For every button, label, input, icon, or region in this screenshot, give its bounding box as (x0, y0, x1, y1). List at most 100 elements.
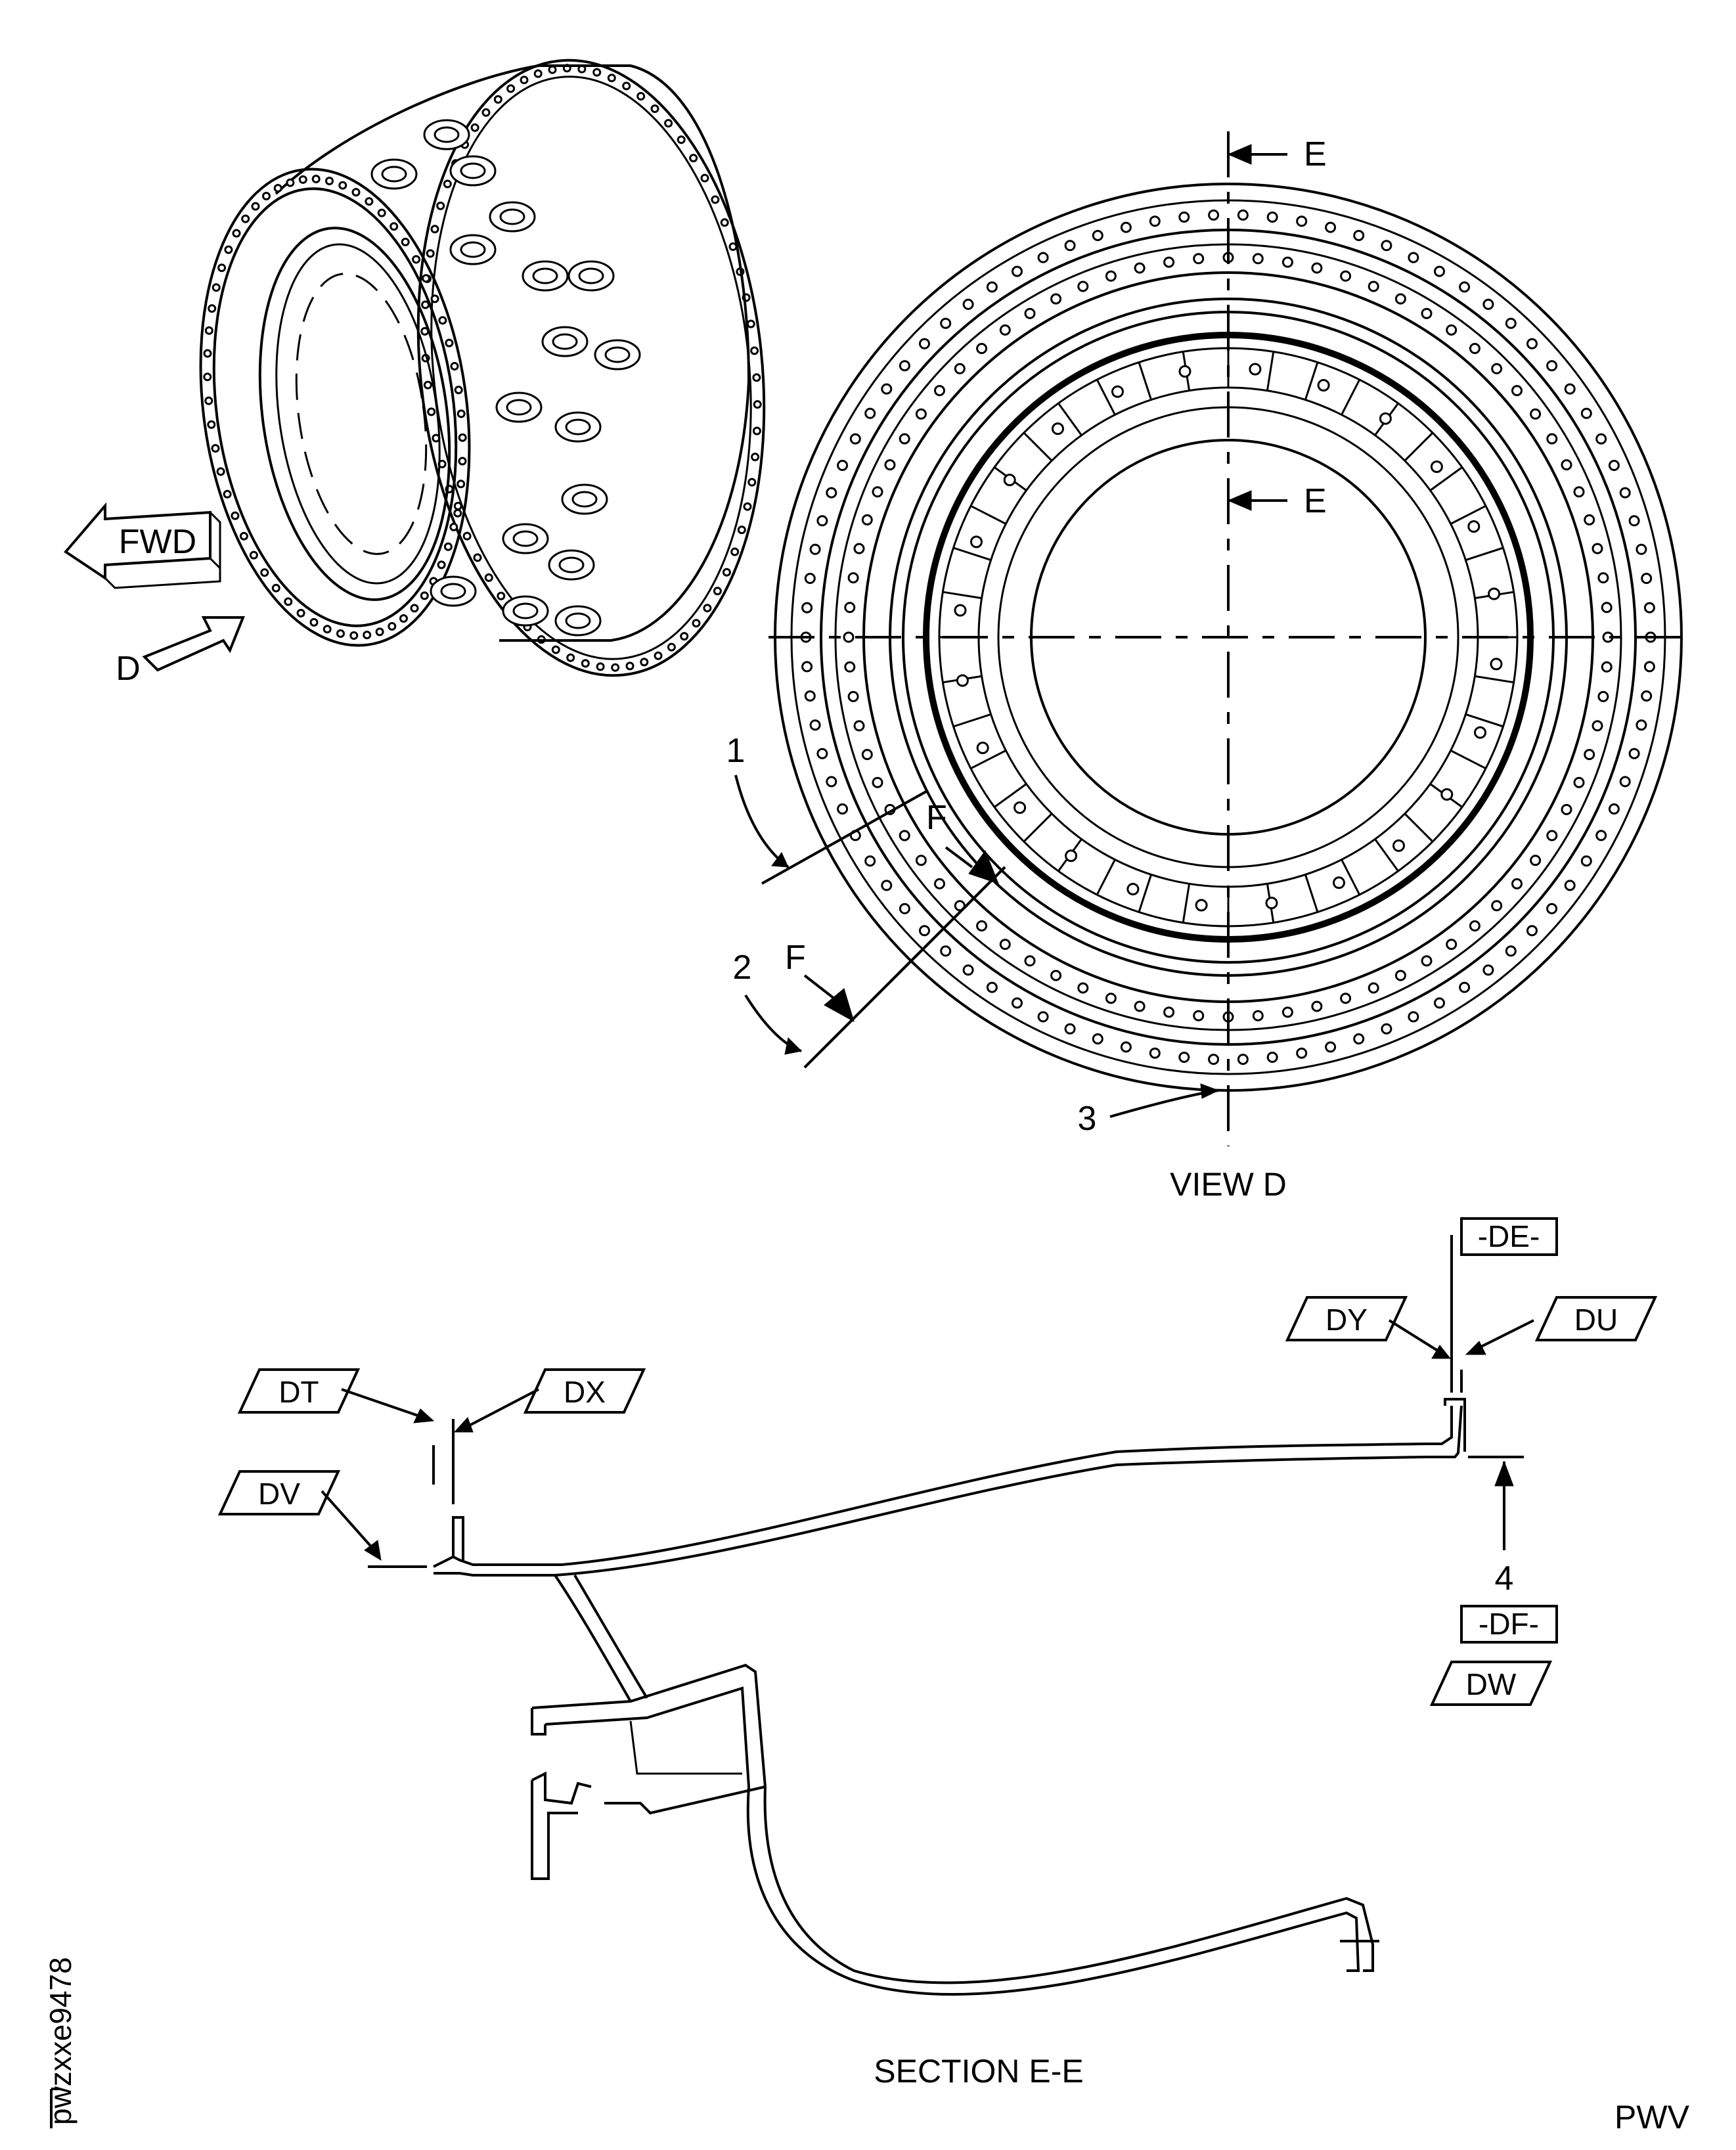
bolt-hole (1208, 1054, 1220, 1065)
bolt-hole (954, 900, 966, 912)
boss-bore (512, 602, 539, 619)
vane-hook-lower (531, 1771, 592, 1805)
bolt-hole (1446, 939, 1458, 951)
feature-dv: DV (217, 1470, 382, 1561)
bolt-hole (309, 617, 319, 627)
inner-hole (1490, 658, 1503, 671)
bolt-hole (239, 531, 248, 541)
bolt-hole (1469, 343, 1480, 354)
vane-hook-upper (531, 1708, 546, 1736)
bolt-hole (753, 400, 762, 409)
bolt-hole (1012, 997, 1023, 1009)
bolt-hole (1050, 970, 1062, 981)
bolt-hole (837, 803, 849, 815)
case-outer-profile (433, 1406, 1453, 1568)
bolt-hole (1580, 855, 1592, 867)
bolt-hole (680, 632, 689, 641)
inner-hole (1333, 876, 1345, 889)
bolt-hole (692, 619, 701, 628)
feature-dy: DY (1285, 1296, 1452, 1359)
inner-hole (1488, 587, 1501, 600)
bolt-hole (962, 964, 974, 976)
svg-text:3: 3 (1078, 1100, 1097, 1138)
front-flange-outline (199, 168, 471, 647)
bolt-hole (1636, 543, 1647, 555)
boss-bore (558, 556, 585, 573)
bolt-hole (861, 749, 873, 761)
bolt-hole (1077, 280, 1089, 292)
bolt-hole (453, 501, 462, 510)
bolt-hole (551, 645, 560, 654)
bolt-hole (484, 573, 493, 582)
bolt-hole (1608, 803, 1620, 815)
inner-hole (1065, 849, 1078, 862)
bolt-hole (976, 920, 988, 931)
bolt-hole (1178, 212, 1190, 223)
bolt-hole (636, 92, 646, 101)
bolt-hole (211, 283, 221, 292)
inner-hole (1430, 460, 1443, 473)
boss-bore (460, 241, 486, 258)
bolt-hole (436, 201, 445, 210)
bolt-hole (430, 225, 439, 234)
bolt-hole (481, 108, 491, 117)
bolt-hole (864, 407, 876, 419)
inner-hole (970, 535, 983, 549)
section-e-e: DT DX DV DY DU (217, 1217, 1658, 2090)
vane-line (1182, 884, 1191, 923)
bolt-hole (1584, 749, 1595, 761)
bolt-hole (1597, 690, 1609, 702)
bolt-hole (365, 197, 374, 206)
bolt-hole (1530, 408, 1542, 420)
bolt-hole (1408, 252, 1419, 263)
bolt-hole (809, 543, 821, 555)
bolt-hole (223, 489, 232, 499)
bolt-hole (204, 396, 213, 405)
bolt-hole (251, 202, 260, 211)
bolt-hole (844, 661, 856, 673)
bolt-hole (899, 830, 910, 841)
front-flange-inner-outline (212, 187, 458, 627)
bolt-hole (1149, 1047, 1161, 1059)
bolt-hole (747, 478, 757, 487)
vane-outer-line (531, 1663, 767, 1787)
boss-bore (571, 491, 598, 508)
bolt-hole (1105, 993, 1117, 1004)
bolt-hole (399, 614, 408, 623)
bolt-hole (934, 878, 945, 889)
inner-ring-holes (954, 363, 1503, 912)
bolt-hole (700, 173, 709, 183)
rear-flange-bolt-ring (420, 64, 762, 672)
bolt-hole (1237, 1054, 1249, 1065)
vane-airfoil (629, 1720, 742, 1775)
bolt-hole (1584, 514, 1595, 526)
bolt-hole (1421, 955, 1433, 967)
bolt-hole (1597, 572, 1609, 584)
bolt-hole (650, 104, 659, 113)
inner-hole (1317, 379, 1330, 392)
bolt-hole (1628, 748, 1640, 759)
bolt-hole (847, 572, 859, 584)
bolt-hole (1561, 803, 1572, 815)
bolt-hole (1561, 459, 1572, 471)
bolt-hole (1163, 1006, 1175, 1018)
inner-hole (1111, 385, 1124, 398)
bolt-hole (919, 925, 930, 937)
svg-text:DW: DW (1466, 1667, 1517, 1701)
bolt-hole (445, 338, 454, 347)
bolt-hole (1546, 433, 1558, 445)
forward-arrow: FWD (64, 502, 221, 589)
bolt-hole (204, 326, 213, 335)
inner-hole (976, 742, 989, 754)
boss-bore (440, 583, 466, 600)
bolt-hole (470, 123, 479, 132)
case-body-outline (275, 64, 751, 642)
bolt-hole (1595, 433, 1607, 445)
boss-bore (434, 126, 460, 143)
inner-bore-dashed-ring (295, 273, 428, 555)
bolt-hole (1311, 262, 1323, 274)
bolt-hole (1601, 602, 1613, 614)
inner-hole (1195, 899, 1208, 912)
bolt-hole (703, 604, 712, 613)
bolt-hole (241, 214, 250, 223)
